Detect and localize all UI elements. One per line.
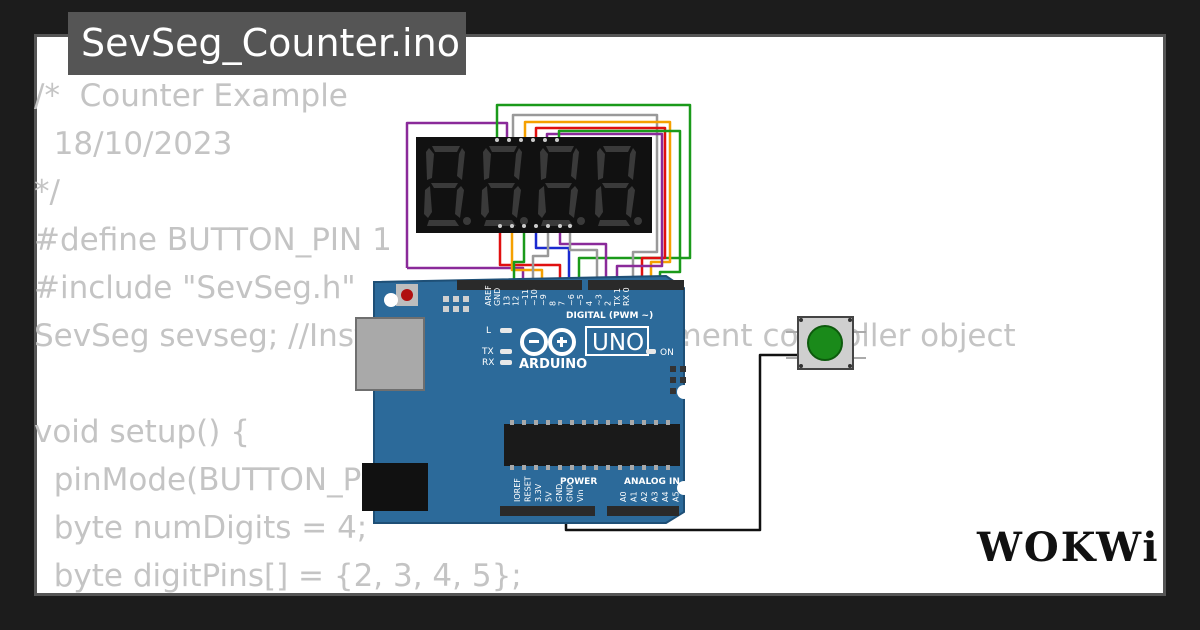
analog-pin-label: A2 bbox=[640, 491, 649, 502]
wire-orange-bottom bbox=[510, 226, 544, 283]
power-label: POWER bbox=[560, 477, 597, 487]
digital-pin-label: ~9 bbox=[539, 294, 548, 306]
analog-pin-label: A0 bbox=[619, 491, 628, 502]
power-pin-label: Vin bbox=[576, 489, 585, 502]
digital-pin-label: ~10 bbox=[530, 289, 539, 306]
code-line: /* Counter Example bbox=[34, 78, 348, 114]
wokwi-logo: WOKWi bbox=[977, 524, 1160, 571]
power-pin-label: GND bbox=[566, 484, 575, 502]
power-header bbox=[500, 506, 679, 516]
usb-connector bbox=[355, 317, 425, 391]
power-pin-label: IOREF bbox=[513, 478, 522, 502]
sketch-title: SevSeg_Counter.ino bbox=[68, 12, 466, 75]
analog-label: ANALOG IN bbox=[624, 477, 680, 487]
power-pin-label: RESET bbox=[524, 476, 533, 502]
digital-label: DIGITAL (PWM ~) bbox=[566, 311, 653, 321]
tx-label: TX bbox=[481, 347, 494, 357]
display-digit bbox=[595, 146, 642, 226]
wire-purple-bottom bbox=[558, 226, 608, 283]
power-jack bbox=[362, 463, 428, 511]
wire-red-top bbox=[534, 126, 667, 283]
digital-pin-label: ~5 bbox=[576, 294, 585, 306]
wire-green-top2 bbox=[557, 129, 682, 283]
wire-green-outer bbox=[495, 103, 692, 283]
digital-pin-label: 4 bbox=[585, 301, 594, 306]
push-button[interactable] bbox=[786, 316, 866, 370]
code-line: void setup() { bbox=[34, 414, 250, 450]
code-line: byte numDigits = 4; bbox=[34, 510, 368, 546]
digital-header bbox=[457, 280, 684, 290]
wire-purple-top bbox=[405, 121, 509, 268]
code-line: #define BUTTON_PIN 1 bbox=[34, 222, 392, 258]
power-pin-label: 3.3V bbox=[534, 483, 543, 502]
wire-green-bottom bbox=[512, 226, 526, 283]
digital-pin-label: 12 bbox=[512, 296, 521, 306]
wire-purple-top2 bbox=[545, 132, 664, 283]
analog-pin-label: A1 bbox=[630, 491, 639, 502]
code-line: #include "SevSeg.h" bbox=[34, 270, 356, 306]
analog-pin-label: A4 bbox=[661, 491, 670, 502]
wire-gray-bottom2 bbox=[568, 226, 599, 283]
power-pin-label: 5V bbox=[545, 491, 554, 502]
rx-label: RX bbox=[482, 358, 494, 368]
digital-pin-label: ~11 bbox=[521, 289, 530, 306]
code-background: /* Counter Example 18/10/2023 */ #define… bbox=[34, 72, 1016, 600]
digital-pin-label: 7 bbox=[558, 301, 567, 306]
uno-label: UNO bbox=[592, 330, 644, 356]
seven-segment-display[interactable] bbox=[416, 137, 652, 233]
digital-pin-label: AREF bbox=[484, 285, 493, 306]
display-digit bbox=[481, 146, 528, 226]
code-line: byte digitPins[] = {2, 3, 4, 5}; bbox=[34, 558, 522, 594]
on-label: ON bbox=[660, 348, 674, 358]
code-line: */ bbox=[34, 174, 60, 210]
l-label: L bbox=[486, 326, 491, 336]
microcontroller-chip bbox=[504, 424, 680, 466]
digital-pin-label: ~6 bbox=[567, 294, 576, 306]
digital-pin-label: 2 bbox=[604, 301, 613, 306]
digital-pin-label: 8 bbox=[548, 301, 557, 306]
analog-pin-label: A3 bbox=[651, 491, 660, 502]
display-digit bbox=[424, 146, 471, 226]
arduino-brand: ARDUINO bbox=[519, 357, 587, 372]
digital-pin-label: RX 0 bbox=[622, 287, 631, 306]
wire-gray-bottom bbox=[531, 226, 550, 283]
digital-pin-label: GND bbox=[493, 288, 502, 306]
analog-pin-label: A5 bbox=[672, 491, 681, 502]
digital-pin-label: 13 bbox=[502, 296, 511, 306]
arduino-logo bbox=[520, 328, 576, 356]
digital-pin-label: TX 1 bbox=[613, 288, 622, 307]
wire-red-bottom bbox=[498, 226, 562, 283]
digital-pin-label: ~3 bbox=[594, 294, 603, 306]
code-line: 18/10/2023 bbox=[34, 126, 233, 162]
button-cap[interactable] bbox=[807, 325, 843, 361]
wire-gray-top bbox=[511, 113, 659, 283]
wire-blue-bottom bbox=[534, 226, 571, 283]
power-pin-label: GND bbox=[555, 484, 564, 502]
